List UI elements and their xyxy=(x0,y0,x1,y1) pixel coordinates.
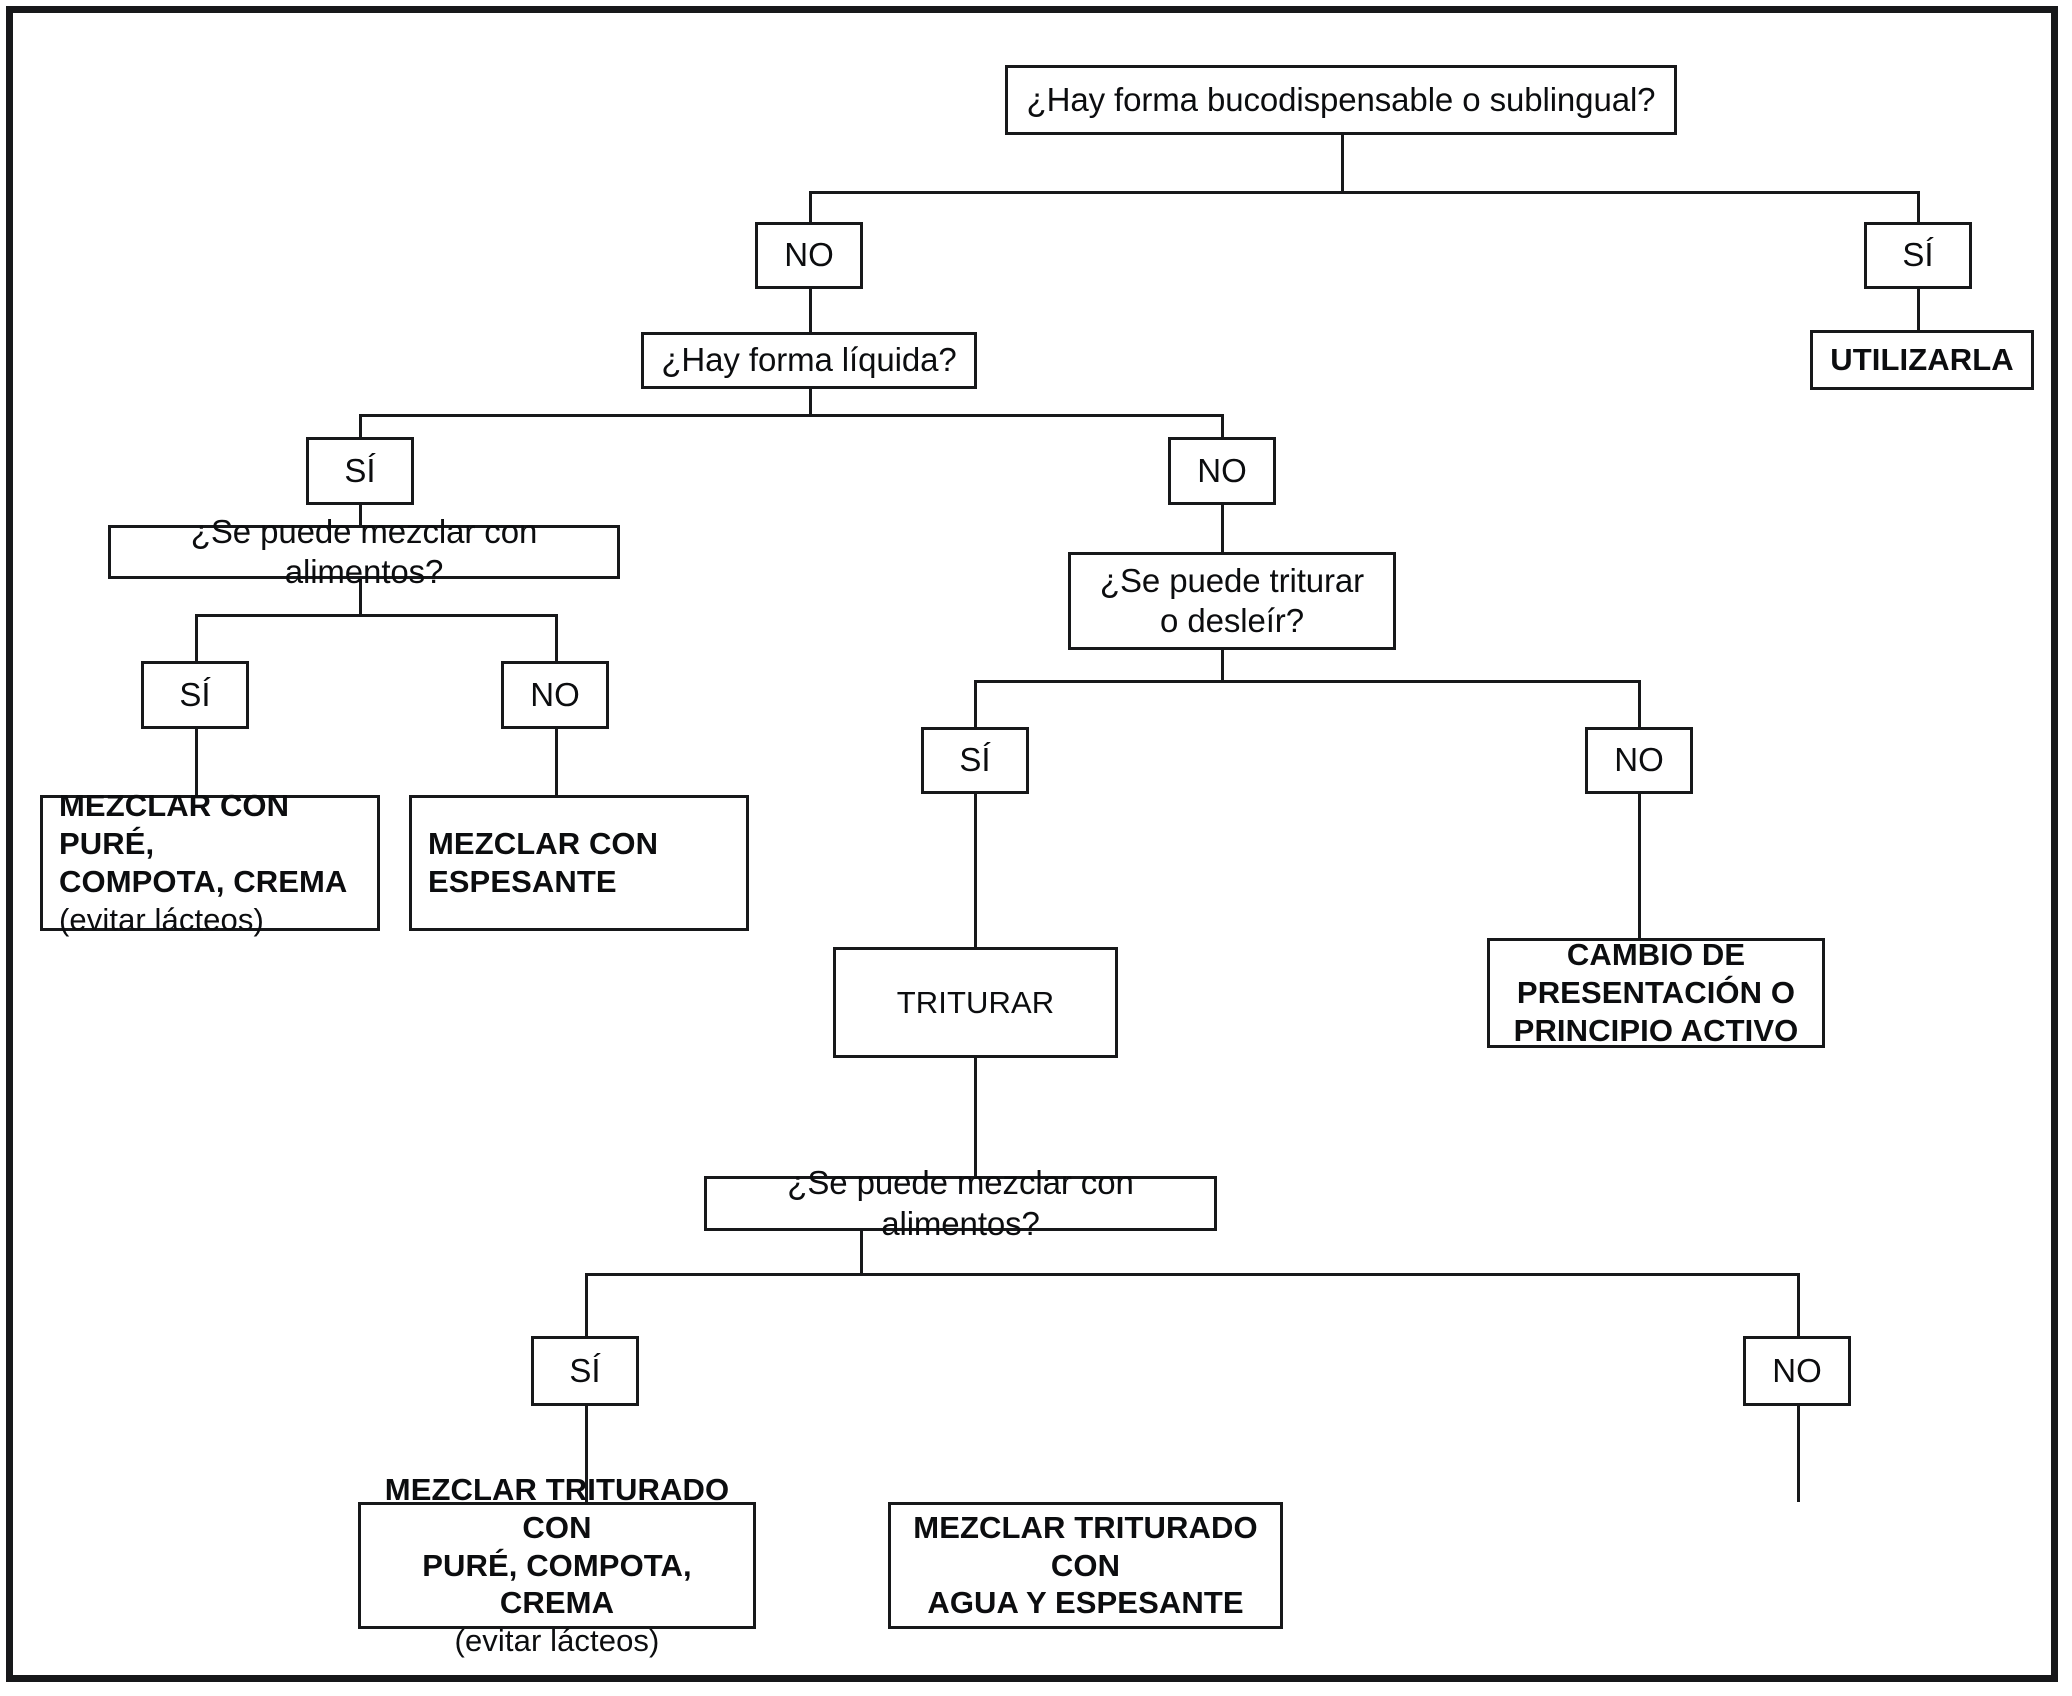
node-label-sub: (evitar lácteos) xyxy=(454,1623,660,1659)
node-label: CAMBIO DE PRESENTACIÓN O PRINCIPIO ACTIV… xyxy=(1498,936,1814,1049)
node-answer-liquida-si[interactable]: SÍ xyxy=(306,437,414,505)
node-label: SÍ xyxy=(344,451,376,489)
edge-triturarq-down xyxy=(1221,650,1224,682)
node-label: NO xyxy=(1614,741,1664,779)
edge-liquida-split-bar xyxy=(359,414,1224,417)
node-answer-buco-no[interactable]: NO xyxy=(755,222,863,289)
node-label: TRITURAR xyxy=(896,984,1055,1020)
node-label: SÍ xyxy=(569,1351,601,1389)
node-label: ¿Se puede mezclar con alimentos? xyxy=(787,1164,1134,1242)
node-label: NO xyxy=(1197,451,1247,489)
edge-mez2no-to-tritagua xyxy=(1797,1406,1800,1502)
node-action-utilizarla[interactable]: UTILIZARLA xyxy=(1810,330,2034,390)
node-label: ¿Se puede triturar o desleír? xyxy=(1079,561,1385,642)
edge-tritno-to-cambio xyxy=(1638,793,1641,940)
node-label: ¿Hay forma líquida? xyxy=(661,341,957,379)
node-action-mezclar-espesante[interactable]: MEZCLAR CON ESPESANTE xyxy=(409,795,749,931)
node-question-mezclar-alimentos-2[interactable]: ¿Se puede mezclar con alimentos? xyxy=(704,1164,1217,1242)
node-label-sub: (evitar lácteos) xyxy=(59,901,264,937)
node-answer-mezclar2-no[interactable]: NO xyxy=(1743,1336,1851,1406)
node-answer-triturar-no[interactable]: NO xyxy=(1585,727,1693,794)
diagram-border xyxy=(6,6,2058,1682)
node-label: SÍ xyxy=(179,675,211,713)
edge-no-to-liquida xyxy=(809,288,812,333)
node-label-line-1: MEZCLAR CON xyxy=(428,826,659,862)
node-question-triturar-desleir[interactable]: ¿Se puede triturar o desleír? xyxy=(1068,552,1396,650)
node-action-mezclar-pure[interactable]: MEZCLAR CON PURÉ, COMPOTA, CREMA (evitar… xyxy=(40,788,380,937)
edge-triturarq-to-si xyxy=(974,680,977,728)
node-answer-mezclar1-no[interactable]: NO xyxy=(501,661,609,729)
edge-mezclar1-to-no xyxy=(555,614,558,662)
edge-liquida-down xyxy=(809,388,812,416)
edge-mezclar1-down xyxy=(359,578,362,616)
node-label: MEZCLAR TRITURADO CON AGUA Y ESPESANTE xyxy=(899,1509,1272,1622)
edge-liquida-to-si xyxy=(359,414,362,438)
node-action-cambio-presentacion[interactable]: CAMBIO DE PRESENTACIÓN O PRINCIPIO ACTIV… xyxy=(1487,936,1825,1049)
node-label: SÍ xyxy=(1902,236,1934,274)
node-label-line-2: COMPOTA, CREMA xyxy=(59,864,348,899)
node-label-line-3: PRINCIPIO ACTIVO xyxy=(1513,1012,1799,1048)
edge-mez2si-to-tritpure xyxy=(585,1406,588,1502)
edge-mezclar1-to-si xyxy=(195,614,198,662)
edge-mez1si-to-pure xyxy=(195,728,198,795)
edge-liquida-to-no xyxy=(1221,414,1224,438)
node-label: NO xyxy=(784,236,834,274)
node-action-mezclar-triturado-agua[interactable]: MEZCLAR TRITURADO CON AGUA Y ESPESANTE xyxy=(888,1502,1283,1629)
edge-si-to-utilizarla xyxy=(1917,288,1920,331)
node-label: MEZCLAR CON PURÉ, COMPOTA, CREMA (evitar… xyxy=(59,787,369,938)
node-label: ¿Hay forma bucodispensable o sublingual? xyxy=(1026,80,1656,118)
node-question-liquida[interactable]: ¿Hay forma líquida? xyxy=(641,332,977,389)
node-answer-liquida-no[interactable]: NO xyxy=(1168,437,1276,505)
node-answer-buco-si[interactable]: SÍ xyxy=(1864,222,1972,289)
edge-mez1no-to-espesante xyxy=(555,728,558,795)
node-answer-triturar-si[interactable]: SÍ xyxy=(921,727,1029,794)
node-label-line-2: ESPESANTE xyxy=(428,864,617,899)
node-label-line-1: MEZCLAR TRITURADO CON xyxy=(384,1471,730,1545)
node-label: MEZCLAR CON ESPESANTE xyxy=(428,825,738,901)
node-answer-mezclar1-si[interactable]: SÍ xyxy=(141,661,249,729)
edge-tritsi-to-triturar xyxy=(974,793,977,949)
node-label: NO xyxy=(1772,1351,1822,1389)
node-question-bucodispensable[interactable]: ¿Hay forma bucodispensable o sublingual? xyxy=(1005,65,1677,135)
node-label-line-1: MEZCLAR TRITURADO CON xyxy=(913,1509,1258,1583)
node-label-line-1: MEZCLAR CON PURÉ, xyxy=(59,788,290,862)
edge-triturarq-to-no xyxy=(1638,680,1641,728)
edge-root-to-si xyxy=(1917,191,1920,223)
node-label: UTILIZARLA xyxy=(1830,342,2014,378)
edge-liqno-to-triturar-q xyxy=(1221,505,1224,554)
node-label: MEZCLAR TRITURADO CON PURÉ, COMPOTA, CRE… xyxy=(369,1471,745,1660)
node-action-mezclar-triturado-pure[interactable]: MEZCLAR TRITURADO CON PURÉ, COMPOTA, CRE… xyxy=(358,1472,756,1658)
edge-triturar-to-mezclar2 xyxy=(974,1057,977,1177)
node-label: NO xyxy=(530,675,580,713)
edge-root-split-bar xyxy=(809,191,1920,194)
edge-mezclar1-split-bar xyxy=(195,614,557,617)
node-label-line-2: AGUA Y ESPESANTE xyxy=(927,1585,1244,1621)
edge-root-down xyxy=(1341,135,1344,193)
edge-root-to-no xyxy=(809,191,812,223)
node-label-line-2: PURÉ, COMPOTA, CREMA xyxy=(422,1547,692,1621)
edge-liqsi-to-mezclar1 xyxy=(359,505,362,527)
edge-triturarq-split-bar xyxy=(974,680,1641,683)
node-question-mezclar-alimentos-1[interactable]: ¿Se puede mezclar con alimentos? xyxy=(108,513,620,590)
edge-mezclar2-to-si xyxy=(585,1273,588,1336)
edge-mezclar2-to-no xyxy=(1797,1273,1800,1336)
node-answer-mezclar2-si[interactable]: SÍ xyxy=(531,1336,639,1406)
node-label: SÍ xyxy=(959,741,991,779)
node-label-line-1: CAMBIO DE xyxy=(1566,937,1746,973)
node-label-line-2: o desleír? xyxy=(1160,602,1304,639)
edge-mezclar2-down xyxy=(860,1230,863,1275)
edge-mezclar2-split-bar xyxy=(585,1273,1800,1276)
node-label-line-2: PRESENTACIÓN O xyxy=(1516,975,1796,1011)
node-label: ¿Se puede mezclar con alimentos? xyxy=(190,512,538,590)
node-action-triturar[interactable]: TRITURAR xyxy=(833,947,1118,1058)
node-label-line-1: ¿Se puede triturar xyxy=(1099,561,1365,599)
